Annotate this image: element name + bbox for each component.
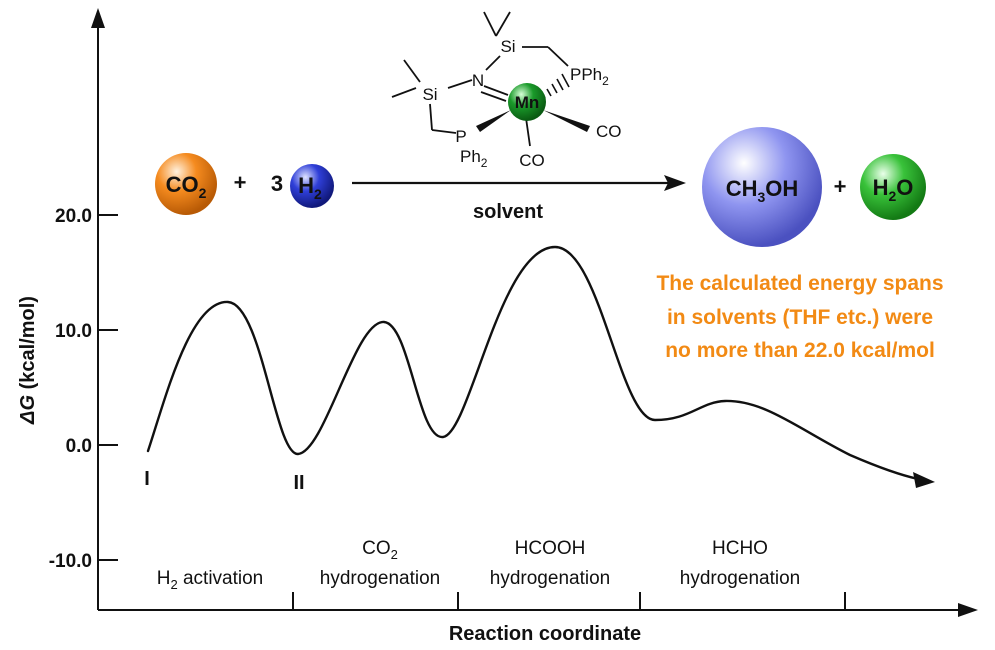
axes <box>97 22 962 611</box>
y-tick-label: 0.0 <box>66 436 92 457</box>
catalyst-co-right: CO <box>596 122 622 141</box>
hash <box>556 78 564 91</box>
stage-label-hcooh-line1: HCOOH <box>515 538 586 559</box>
stage-label-hcho-line1: HCHO <box>712 538 768 559</box>
co2-molecule-label: CO2 <box>166 172 207 201</box>
h2o-molecule-label: H2O <box>873 175 914 204</box>
h2-coefficient: 3 <box>271 171 283 196</box>
stage-label-co2-line1: CO2 <box>362 538 398 562</box>
plus-sign-2: + <box>834 174 847 199</box>
wedge-bond-mn-co <box>543 110 590 132</box>
co2-molecule-ball <box>155 153 217 215</box>
hash <box>561 73 570 88</box>
energy-profile-curve <box>146 245 920 481</box>
catalyst-mn: Mn <box>515 93 540 112</box>
catalyst-pph2-upper: PPh2 <box>570 65 609 88</box>
bond <box>403 59 421 83</box>
y-axis-ticks: 20.0 10.0 0.0 -10.0 <box>49 206 118 572</box>
mn-catalyst-structure <box>391 11 569 147</box>
state-label-ii: II <box>293 472 304 494</box>
catalyst-p-lower: P <box>455 127 466 146</box>
bond <box>447 79 473 89</box>
y-axis-title-unit: (kcal/mol) <box>17 296 39 395</box>
hash <box>551 83 558 94</box>
reaction-arrowhead <box>664 175 686 191</box>
stage-label-hcho-line2: hydrogenation <box>680 568 800 589</box>
energy-span-note-line3: no more than 22.0 kcal/mol <box>665 339 935 362</box>
bond <box>483 11 497 37</box>
bond <box>431 129 457 134</box>
bond <box>525 117 531 147</box>
y-axis-title-symbol: ΔG <box>17 395 39 425</box>
catalyst-si-upper: Si <box>500 37 515 56</box>
stage-label-h2-activation: H2 activation <box>157 568 264 592</box>
bond <box>480 91 507 102</box>
h2-molecule-label: H2 <box>298 173 322 202</box>
mn-center-ball <box>508 83 546 121</box>
y-axis-arrowhead <box>91 8 105 28</box>
catalyst-si-left: Si <box>422 85 437 104</box>
stage-label-hcooh-line2: hydrogenation <box>490 568 610 589</box>
energy-span-note-line1: The calculated energy spans <box>656 272 943 295</box>
x-axis-segment-ticks <box>292 592 846 610</box>
bond <box>547 46 569 67</box>
state-label-i: I <box>144 468 150 490</box>
catalyst-co-lower: CO <box>519 151 545 170</box>
catalyst-ph2-lower: Ph2 <box>460 147 488 170</box>
bond <box>485 55 501 71</box>
y-tick-label: 10.0 <box>55 321 92 342</box>
bond <box>495 11 511 37</box>
y-tick-label: -10.0 <box>49 551 92 572</box>
ch3oh-molecule-ball <box>702 127 822 247</box>
x-axis-title: Reaction coordinate <box>449 623 641 645</box>
bond <box>483 85 509 96</box>
bond <box>391 87 417 98</box>
curve-arrowhead <box>913 472 935 488</box>
reaction-condition: solvent <box>473 201 543 223</box>
ch3oh-molecule-label: CH3OH <box>726 176 799 205</box>
plus-sign-1: + <box>234 170 247 195</box>
hashed-bond-mn-pph2 <box>542 73 570 99</box>
h2-molecule-ball <box>290 164 334 208</box>
h2o-molecule-ball <box>860 154 926 220</box>
stage-label-co2-line2: hydrogenation <box>320 568 440 589</box>
energy-span-note-line2: in solvents (THF etc.) were <box>667 306 933 329</box>
bond <box>429 103 433 131</box>
hash <box>546 88 552 97</box>
wedge-bond-mn-p <box>476 110 511 132</box>
catalyst-n: N <box>472 71 484 90</box>
y-tick-label: 20.0 <box>55 206 92 227</box>
x-axis-arrowhead <box>958 603 978 617</box>
y-axis-title: ΔG (kcal/mol) <box>17 296 39 425</box>
